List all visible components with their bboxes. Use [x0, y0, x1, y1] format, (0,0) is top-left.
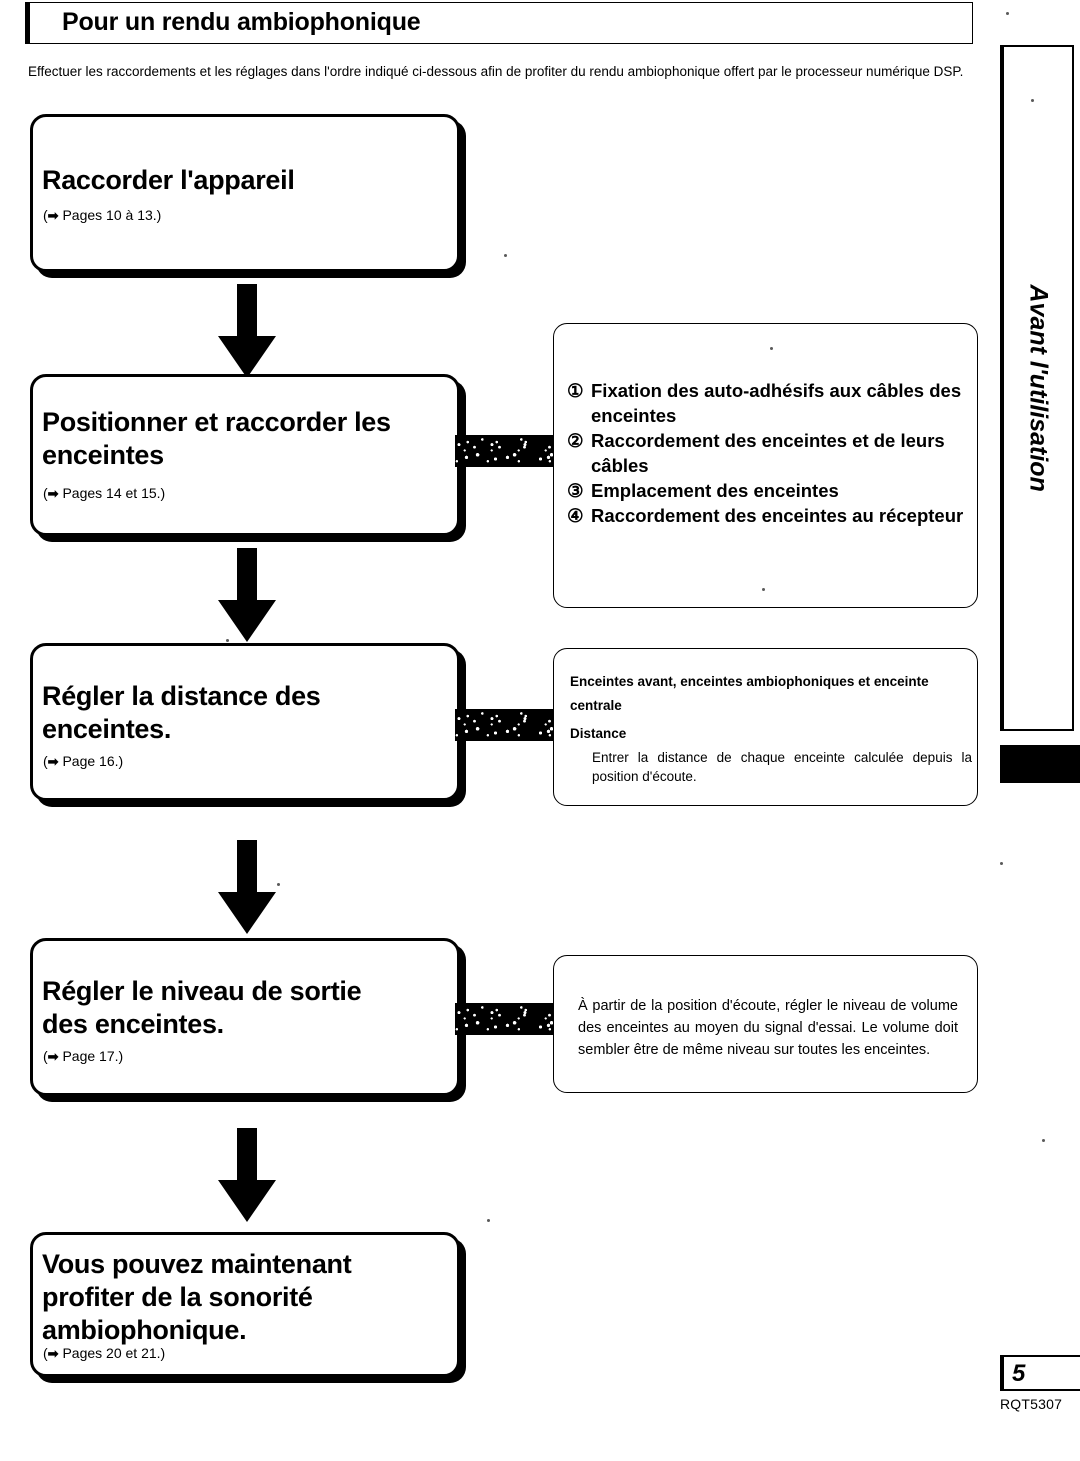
scan-speckle [487, 1219, 490, 1222]
flow-step-2-box [30, 374, 460, 536]
detail-box-speakers [553, 323, 978, 608]
flow-step-5-reference: (➡ Pages 20 et 21.) [43, 1345, 165, 1362]
scan-speckle [1031, 99, 1034, 102]
flow-step-3-title-line2: enceintes. [42, 714, 172, 744]
flow-step-4-ref-paren: ( [43, 1048, 48, 1064]
flow-step-2-reference: (➡ Pages 14 et 15.) [43, 485, 165, 502]
flow-step-2-ref-paren: ( [43, 485, 48, 501]
flow-step-2-title: Positionner et raccorder les enceintes [42, 406, 454, 472]
section-header-box [25, 2, 973, 44]
scan-speckle [770, 347, 773, 350]
sidebar-section-label: Avant l'utilisation [1024, 285, 1053, 492]
flow-step-3-box [30, 643, 460, 801]
flow-step-3-title: Régler la distance des enceintes. [42, 680, 454, 746]
flow-step-1-title: Raccorder l'appareil [42, 165, 295, 195]
down-arrow-icon-1 [216, 284, 278, 380]
list-number-4: ④ [567, 505, 584, 526]
sidebar-black-marker [1000, 745, 1080, 783]
flow-step-5-ref-text: Pages 20 et 21.) [62, 1345, 166, 1361]
detail-level-body: À partir de la position d'écoute, régler… [578, 998, 958, 1058]
connector-bar-3 [455, 709, 560, 741]
document-code: RQT5307 [1000, 1396, 1063, 1412]
connector-bar-2 [455, 435, 560, 467]
right-arrow-icon: ➡ [47, 208, 59, 223]
flow-step-3-title-line1: Régler la distance des [42, 681, 321, 711]
flow-step-5-title: Vous pouvez maintenant profiter de la so… [42, 1248, 454, 1347]
list-item: ② Raccordement des enceintes et de leurs… [567, 428, 967, 478]
flow-step-5-title-line2: profiter de la sonorité [42, 1282, 313, 1312]
detail-distance-heading: Enceintes avant, enceintes ambiophonique… [570, 674, 929, 713]
right-arrow-icon: ➡ [47, 754, 59, 769]
flow-step-4-ref-text: Page 17.) [62, 1048, 124, 1064]
right-arrow-icon: ➡ [47, 486, 59, 501]
right-arrow-icon: ➡ [47, 1346, 59, 1361]
page-title: Pour un rendu ambiophonique [62, 8, 421, 36]
detail-box-level [553, 955, 978, 1093]
flow-step-1-reference: (➡ Pages 10 à 13.) [43, 207, 161, 224]
list-number-1: ① [567, 380, 584, 401]
flow-step-4-reference: (➡ Page 17.) [43, 1048, 123, 1065]
list-item: ③ Emplacement des enceintes [567, 478, 967, 503]
right-arrow-icon: ➡ [47, 1049, 59, 1064]
connector-bar-4 [455, 1003, 560, 1035]
page-number-box [1000, 1355, 1080, 1391]
sidebar-tab-box [1000, 45, 1074, 731]
flow-step-2-title-line2: enceintes [42, 440, 164, 470]
list-number-2: ② [567, 430, 584, 451]
list-number-3: ③ [567, 480, 584, 501]
scan-speckle [1042, 1139, 1045, 1142]
flow-step-4-title: Régler le niveau de sortie des enceintes… [42, 975, 454, 1041]
flow-step-1-ref-paren: ( [43, 207, 48, 223]
flow-step-3-ref-text: Page 16.) [62, 753, 124, 769]
list-item: ④ Raccordement des enceintes au récepteu… [567, 503, 967, 528]
detail-distance-body: Entrer la distance de chaque enceinte ca… [592, 750, 972, 784]
flow-step-5-box [30, 1232, 460, 1377]
flow-step-2-ref-text: Pages 14 et 15.) [62, 485, 166, 501]
list-item: ① Fixation des auto-adhésifs aux câbles … [567, 378, 967, 428]
scan-speckle [762, 588, 765, 591]
flow-step-2-title-line1: Positionner et raccorder les [42, 407, 391, 437]
scan-speckle [1000, 862, 1003, 865]
flow-step-1-ref-text: Pages 10 à 13.) [62, 207, 162, 223]
flow-step-3-reference: (➡ Page 16.) [43, 753, 123, 770]
flow-step-5-ref-paren: ( [43, 1345, 48, 1361]
scan-speckle [504, 254, 507, 257]
flow-step-5-title-line3: ambiophonique. [42, 1315, 247, 1345]
down-arrow-icon-3 [216, 840, 278, 936]
down-arrow-icon-2 [216, 548, 278, 644]
detail-distance-subheading: Distance [570, 726, 627, 741]
intro-paragraph: Effectuer les raccordements et les régla… [28, 64, 964, 79]
flow-step-4-box [30, 938, 460, 1096]
list-text-1: Fixation des auto-adhésifs aux câbles de… [591, 380, 962, 426]
scan-speckle [1006, 12, 1009, 15]
flow-step-1-box [30, 114, 460, 272]
detail-box-distance [553, 648, 978, 806]
flow-step-5-title-line1: Vous pouvez maintenant [42, 1249, 352, 1279]
page-number: 5 [1012, 1360, 1026, 1387]
flow-step-4-title-line1: Régler le niveau de sortie [42, 976, 362, 1006]
flow-step-4-title-line2: des enceintes. [42, 1009, 224, 1039]
list-text-3: Emplacement des enceintes [591, 480, 839, 501]
list-text-2: Raccordement des enceintes et de leurs c… [591, 430, 945, 476]
scan-speckle [226, 639, 229, 642]
down-arrow-icon-4 [216, 1128, 278, 1224]
detail-speakers-list: ① Fixation des auto-adhésifs aux câbles … [567, 378, 967, 528]
flow-step-3-ref-paren: ( [43, 753, 48, 769]
scan-speckle [277, 883, 280, 886]
list-text-4: Raccordement des enceintes au récepteur [591, 505, 964, 526]
